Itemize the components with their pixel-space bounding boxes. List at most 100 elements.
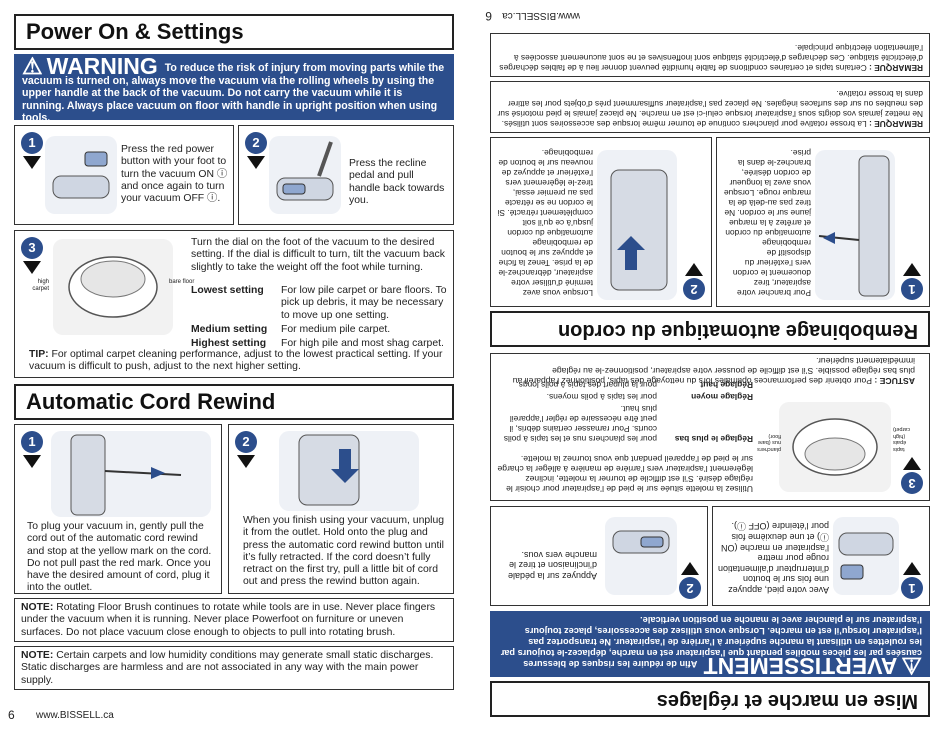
vacuum-foot-icon — [52, 151, 110, 199]
setting-name: Medium setting — [191, 323, 268, 335]
foot-pedal-illustration — [45, 136, 117, 214]
tip-label: ASTUCE : — [874, 376, 915, 386]
cord-step-1: 1 Pour brancher votre aspirateur, tirez … — [716, 137, 930, 307]
power-step-2: 2 Press the recline pedal and pull handl… — [238, 125, 454, 225]
cord-heading: Automatic Cord Rewind — [14, 384, 454, 420]
arrow-down-icon — [903, 263, 921, 276]
pull-cord-icon — [818, 155, 890, 297]
note-brush: NOTE: Rotating Floor Brush continues to … — [14, 598, 454, 642]
step-number: 2 — [683, 278, 705, 300]
step-number: 3 — [901, 472, 923, 494]
setting-row-highest: Highest setting For high pile and most s… — [191, 338, 449, 350]
setting-row-medium: Medium setting For medium pile carpet. — [191, 324, 449, 336]
dial-illustration — [779, 402, 891, 492]
note-static: NOTE: Certain carpets and low humidity c… — [14, 646, 454, 690]
arrow-down-icon — [903, 457, 921, 470]
setting-name: Highest setting — [191, 338, 267, 350]
step-3-intro: Utilisez la molette située sur le pied d… — [497, 454, 753, 494]
arrow-down-icon — [23, 455, 41, 468]
step-number: 2 — [235, 431, 257, 453]
cord-step-2: 2 Lorsque vous avez terminé d’utiliser v… — [490, 137, 712, 307]
step-3-intro: Turn the dial on the foot of the vacuum … — [191, 237, 445, 273]
french-page: Mise en marche et réglages ⚠AVERTISSEMEN… — [475, 0, 950, 731]
power-heading: Mise en marche et réglages — [490, 681, 930, 717]
setting-name: Réglage le plus bas — [674, 434, 753, 444]
warning-text: To reduce the risk of injury from moving… — [22, 62, 445, 124]
vacuum-recline-icon — [276, 141, 334, 201]
power-heading: Power On & Settings — [14, 14, 454, 50]
note-static: REMARQUE : Certains tapis et certaines c… — [490, 33, 930, 77]
note-2-text: NOTE: Certain carpets and low humidity c… — [21, 650, 447, 687]
note-brush: REMARQUE : La brosse rotative pour planc… — [490, 81, 930, 133]
dial-high-label: high carpet — [32, 279, 49, 292]
cord-1-text: Pour brancher votre aspirateur, tirez do… — [723, 148, 811, 298]
tip-body: For optimal carpet cleaning performance,… — [29, 349, 443, 373]
dial-bare-label: planchers nus (bare floor) — [757, 433, 781, 452]
page-number: 6 — [8, 708, 15, 722]
power-step-3: 3 tapis épais (high carpet) planchers nu… — [490, 353, 930, 501]
warning-box: ⚠WARNING To reduce the risk of injury fr… — [14, 53, 454, 124]
warning-label: WARNING — [46, 53, 158, 79]
power-step-1: 1 Avec votre pied, appuyez une fois sur … — [712, 506, 930, 606]
step-number: 1 — [21, 132, 43, 154]
setting-desc: For low pile carpet or bare floors. To p… — [281, 285, 447, 321]
cord-1-text: To plug your vacuum in, gently pull the … — [27, 521, 212, 594]
power-step-3: 3 high carpet bare floor Turn the dial o… — [14, 230, 454, 378]
step-1-text: Press the red power button with your foo… — [121, 144, 228, 205]
footer-url: www.BISSELL.ca — [502, 10, 580, 21]
page-number: 6 — [485, 9, 492, 23]
note-body: Certain carpets and low humidity conditi… — [21, 650, 434, 686]
step-1-text: Avec votre pied, appuyez une fois sur le… — [717, 521, 829, 595]
rewind-button-icon — [298, 434, 360, 506]
step-number: 2 — [245, 132, 267, 154]
rewind-button-illustration — [597, 150, 677, 300]
step-number: 2 — [679, 577, 701, 599]
note-1-text: NOTE: Rotating Floor Brush continues to … — [21, 602, 447, 639]
height-dial-icon — [792, 418, 878, 476]
vacuum-foot-icon — [838, 532, 894, 580]
pull-cord-illustration — [815, 150, 895, 300]
note-label: REMARQUE : — [869, 119, 923, 129]
cord-2-text: Lorsque vous avez terminé d’utiliser vot… — [497, 148, 593, 298]
arrow-down-icon — [23, 261, 41, 274]
setting-row-lowest: Réglage le plus bas pour les planchers n… — [495, 404, 753, 444]
french-page-rotated: Mise en marche et réglages ⚠AVERTISSEMEN… — [475, 0, 950, 731]
tip-text: ASTUCE : Pour obtenir des performances o… — [499, 356, 915, 386]
english-page: Power On & Settings ⚠WARNING To reduce t… — [8, 14, 454, 722]
settings-list: Réglage le plus bas pour les planchers n… — [495, 380, 753, 444]
step-2-text: Appuyez sur la pédale d’inclinaison et t… — [507, 549, 597, 581]
setting-name: Lowest setting — [191, 285, 264, 296]
dial-bare-label: bare floor — [169, 279, 195, 285]
warning-icon: ⚠ — [22, 53, 43, 79]
cord-step-2: 2 When you finish using your vacuum, unp… — [228, 424, 454, 594]
setting-desc: pour les planchers nus et les tapis à po… — [503, 404, 657, 444]
cord-heading: Rembobinage automatique du cordon — [490, 311, 930, 347]
tip-text: TIP: For optimal carpet cleaning perform… — [29, 349, 445, 374]
note-body: Certains tapis et certaines conditions d… — [499, 43, 923, 73]
tip-body: Pour obtenir des performances optimales … — [512, 356, 915, 386]
setting-row-lowest: Lowest setting For low pile carpet or ba… — [191, 285, 449, 322]
settings-list: Lowest setting For low pile carpet or ba… — [191, 285, 449, 350]
step-number: 1 — [901, 278, 923, 300]
power-step-2: 2 Appuyez sur la pédale d’inclinaison et… — [490, 506, 708, 606]
recline-pedal-illustration — [269, 136, 341, 214]
note-1-text: REMARQUE : La brosse rotative pour planc… — [497, 89, 923, 129]
setting-row-medium: Réglage moyen pour les tapis à poils moy… — [495, 392, 753, 402]
note-body: Rotating Floor Brush continues to rotate… — [21, 602, 436, 638]
arrow-down-icon — [681, 562, 699, 575]
arrow-down-icon — [247, 156, 265, 169]
arrow-down-icon — [23, 156, 41, 169]
arrow-down-icon — [237, 455, 255, 468]
note-label: NOTE: — [21, 650, 54, 661]
tip-label: TIP: — [29, 349, 49, 360]
arrow-down-icon — [903, 562, 921, 575]
pull-cord-icon — [70, 434, 182, 516]
arrow-down-icon — [685, 263, 703, 276]
rewind-button-illustration — [279, 431, 419, 511]
rewind-button-icon — [610, 169, 668, 291]
warning-box: ⚠AVERTISSEMENT Afin de réduire les risqu… — [490, 611, 930, 679]
vacuum-recline-icon — [612, 530, 670, 554]
note-body: La brosse rotative pour planchers contin… — [497, 89, 923, 129]
footer-url: www.BISSELL.ca — [36, 710, 114, 721]
dial-high-label: tapis épais (high carpet) — [893, 426, 911, 453]
